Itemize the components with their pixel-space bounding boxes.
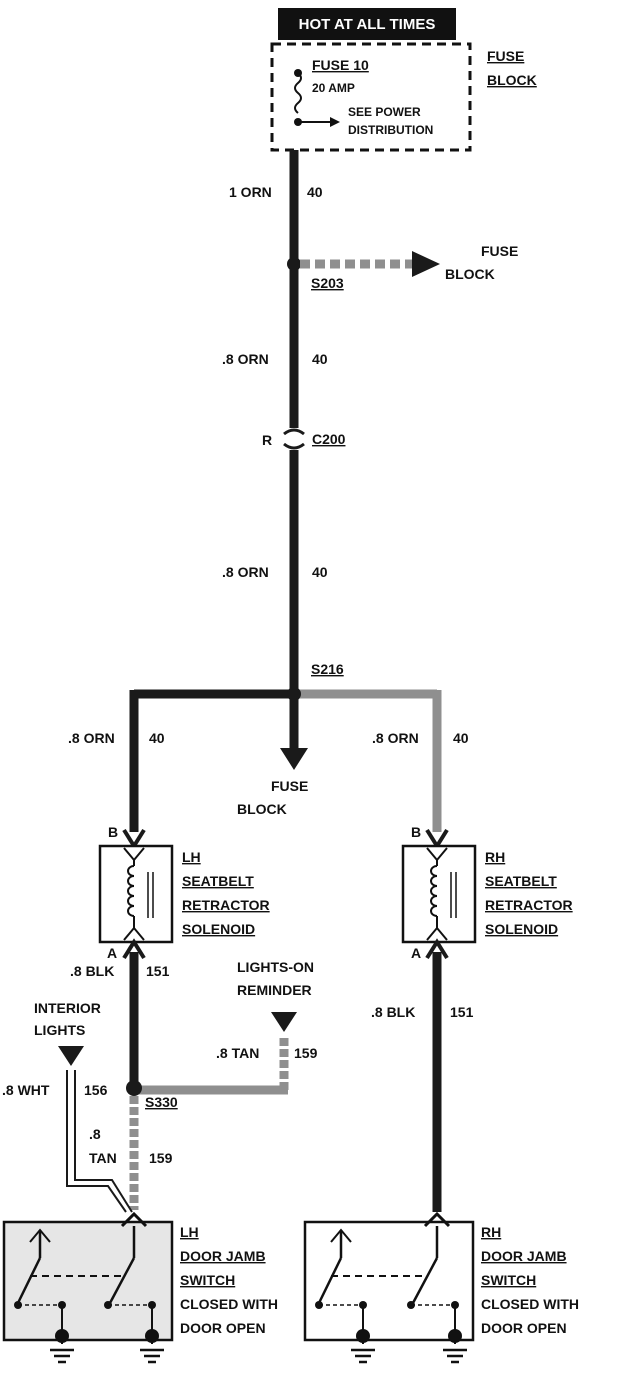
wire-lh-blk-circuit: 151	[146, 963, 170, 979]
fuse-block-label-line1: FUSE	[487, 48, 524, 64]
rh-solenoid-line1: RH	[485, 849, 505, 865]
lights-on-line2: REMINDER	[237, 982, 312, 998]
interior-lights-line1: INTERIOR	[34, 1000, 101, 1016]
lh-switch-line4: CLOSED WITH	[180, 1296, 278, 1312]
splice-s330-dot	[126, 1080, 142, 1096]
rh-ground-icon-1	[351, 1329, 375, 1364]
wire-1-circuit: 40	[307, 184, 323, 200]
lh-solenoid-box	[98, 844, 174, 944]
rh-switch-line4: CLOSED WITH	[481, 1296, 579, 1312]
arrow-fuse-block-2	[280, 748, 308, 770]
splice-s216: S216	[311, 661, 344, 677]
lh-terminal-a: A	[107, 945, 117, 961]
rh-ground-icon-2	[443, 1329, 467, 1364]
wire-wht-circuit: 156	[84, 1082, 108, 1098]
wire-1-gauge: 1 ORN	[229, 184, 272, 200]
rh-switch-line3: SWITCH	[481, 1272, 536, 1288]
connector-c200: C200	[312, 431, 346, 447]
rh-solenoid-line2: SEATBELT	[485, 873, 557, 889]
wire-lh-blk-gauge: .8 BLK	[70, 963, 114, 979]
wire-tan-low-circuit: 159	[149, 1150, 173, 1166]
lh-door-jamb-switch-box	[2, 1220, 174, 1342]
wire-3-gauge: .8 ORN	[222, 564, 269, 580]
rh-terminal-b: B	[411, 824, 421, 840]
fuse-block-branch-2-line2: BLOCK	[237, 801, 287, 817]
arrow-lh-solenoid-a	[122, 938, 146, 960]
lh-switch-line5: DOOR OPEN	[180, 1320, 266, 1336]
lh-solenoid-line2: SEATBELT	[182, 873, 254, 889]
wire-rh-orn-gauge: .8 ORN	[372, 730, 419, 746]
lights-on-line1: LIGHTS-ON	[237, 959, 314, 975]
wire-2-circuit: 40	[312, 351, 328, 367]
rh-solenoid-coil	[426, 847, 457, 941]
fuse-block-box	[270, 42, 472, 152]
rh-switch-line5: DOOR OPEN	[481, 1320, 567, 1336]
fuse-block-label-line2: BLOCK	[487, 72, 537, 88]
wire-tan-low-gauge-line1: .8	[89, 1126, 101, 1142]
arrow-rh-solenoid-b	[425, 828, 449, 850]
wire-2-gauge: .8 ORN	[222, 351, 269, 367]
rh-solenoid-line3: RETRACTOR	[485, 897, 573, 913]
splice-s203: S203	[311, 275, 344, 291]
banner-text: HOT AT ALL TIMES	[299, 16, 436, 33]
connector-c200-symbol	[283, 428, 305, 450]
lh-solenoid-line1: LH	[182, 849, 201, 865]
lh-switch-line1: LH	[180, 1224, 199, 1240]
fuse-block-branch-1-line2: BLOCK	[445, 266, 495, 282]
lh-ground-icon-1	[50, 1329, 74, 1364]
arrow-lh-solenoid-b	[122, 828, 146, 850]
fuse-symbol	[294, 69, 340, 127]
lh-terminal-b: B	[108, 824, 118, 840]
rh-switch-input-arrow	[423, 1211, 451, 1228]
interior-lights-arrow	[58, 1046, 84, 1066]
fuse-block-branch-2-line1: FUSE	[271, 778, 308, 794]
interior-lights-line2: LIGHTS	[34, 1022, 85, 1038]
lh-switch-line3: SWITCH	[180, 1272, 235, 1288]
fuse-note-line2: DISTRIBUTION	[348, 123, 433, 137]
wire-rh-blk-gauge: .8 BLK	[371, 1004, 415, 1020]
arrow-s203-fuse-block	[412, 251, 440, 277]
wire-3-circuit: 40	[312, 564, 328, 580]
wire-rh-blk-circuit: 151	[450, 1004, 474, 1020]
splice-s330: S330	[145, 1094, 178, 1110]
rh-door-jamb-switch-box	[303, 1220, 475, 1342]
rh-switch-line1: RH	[481, 1224, 501, 1240]
fuse-note-line1: SEE POWER	[348, 105, 421, 119]
rh-solenoid-line4: SOLENOID	[485, 921, 558, 937]
rh-solenoid-box	[401, 844, 477, 944]
wire-tan-top-circuit: 159	[294, 1045, 318, 1061]
lights-on-arrow	[271, 1012, 297, 1032]
wire-lh-orn-circuit: 40	[149, 730, 165, 746]
lh-solenoid-coil	[123, 847, 154, 941]
wire-rh-orn-circuit: 40	[453, 730, 469, 746]
hot-at-all-times-banner	[278, 8, 456, 40]
wire-wht-156	[66, 1070, 133, 1213]
lh-solenoid-line4: SOLENOID	[182, 921, 255, 937]
arrow-rh-solenoid-a	[425, 938, 449, 960]
rh-terminal-a: A	[411, 945, 421, 961]
wire-wht-gauge: .8 WHT	[2, 1082, 50, 1098]
fuse-rating: 20 AMP	[312, 81, 355, 95]
connector-side: R	[262, 432, 272, 448]
rh-switch-line2: DOOR JAMB	[481, 1248, 567, 1264]
wire-tan-top-gauge: .8 TAN	[216, 1045, 259, 1061]
fuse-block-branch-1-line1: FUSE	[481, 243, 518, 259]
lh-switch-contacts	[14, 1226, 156, 1344]
fuse-name: FUSE 10	[312, 57, 369, 73]
splice-s203-dot	[287, 257, 301, 271]
lh-ground-icon-2	[140, 1329, 164, 1364]
wire-lh-orn-gauge: .8 ORN	[68, 730, 115, 746]
lh-solenoid-line3: RETRACTOR	[182, 897, 270, 913]
wire-tan-low-gauge-line2: TAN	[89, 1150, 117, 1166]
lh-switch-line2: DOOR JAMB	[180, 1248, 266, 1264]
lh-switch-input-arrow	[120, 1211, 148, 1228]
